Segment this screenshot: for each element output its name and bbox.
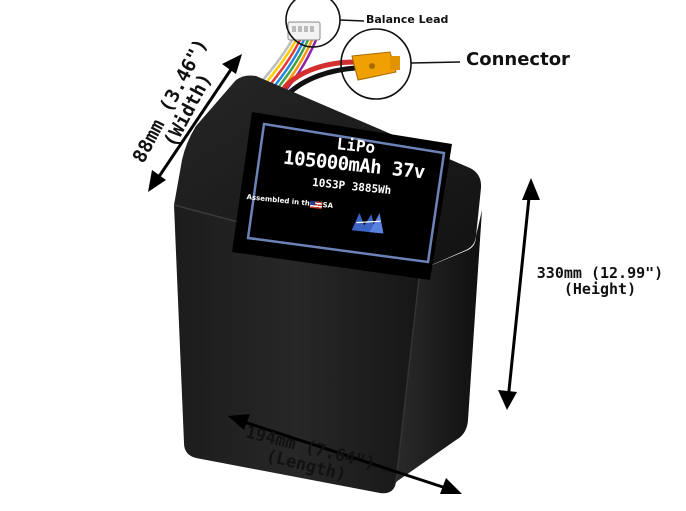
balance-lead-label: Balance Lead [366, 13, 449, 26]
length-arrow [228, 414, 462, 494]
xt-connector-icon [351, 51, 400, 81]
connector-callout-circle [340, 28, 412, 100]
height-caption: (Height) [563, 279, 637, 298]
height-value: 330mm (12.99") [536, 264, 664, 282]
maxamps-logo-icon [351, 212, 384, 234]
balance-lead-callout-line [339, 19, 365, 22]
usa-flag-icon [309, 200, 323, 209]
width-arrow [148, 54, 242, 192]
connector-callout-line [410, 61, 461, 64]
label-card [232, 112, 452, 280]
battery-label: LiPo 105000mAh 37v 10S3P 3885Wh Assemble… [246, 108, 456, 250]
height-arrow [498, 178, 540, 410]
connector-label: Connector [466, 49, 570, 70]
height-dimension-label: 330mm (12.99") (Height) [520, 264, 680, 298]
balance-lead-plug-icon [287, 21, 321, 41]
